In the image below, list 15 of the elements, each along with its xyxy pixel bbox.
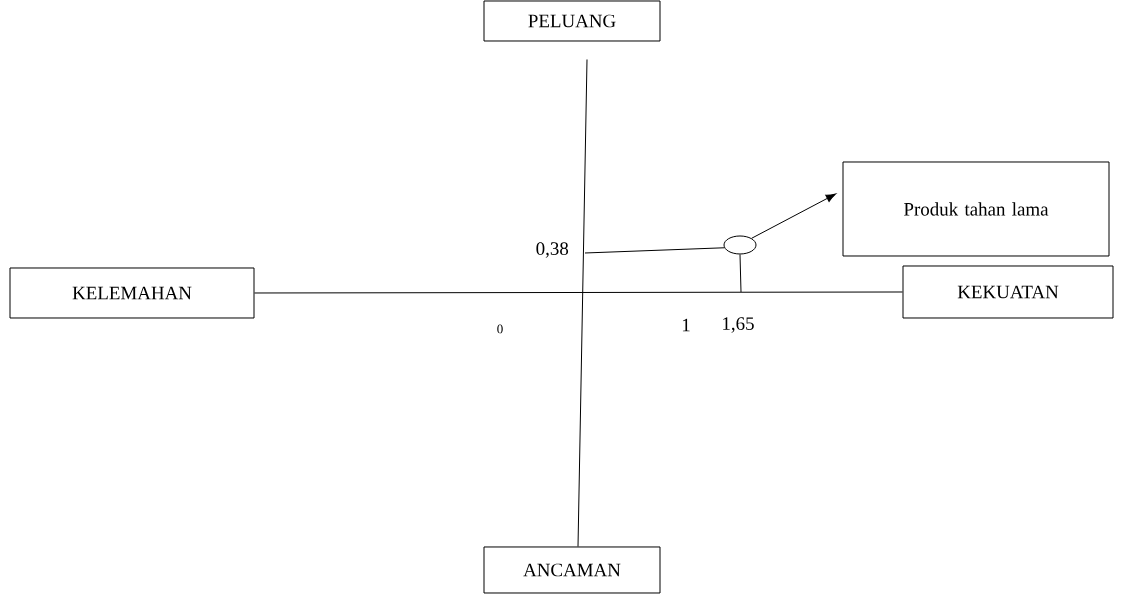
- label-box: PELUANG: [483, 0, 661, 42]
- tick-label: 1: [682, 318, 690, 332]
- label-box: Produk tahan lama: [842, 161, 1110, 257]
- guide-line: [584, 247, 725, 254]
- label-box: KEKUATAN: [902, 265, 1114, 319]
- tick-label: 0: [497, 324, 503, 334]
- tick-label: 0,38: [536, 242, 569, 258]
- arrow: [751, 193, 837, 239]
- label-box: KELEMAHAN: [9, 267, 255, 319]
- tick-label: 1,65: [723, 317, 754, 333]
- guide-line: [739, 254, 742, 293]
- point-marker: [723, 235, 757, 255]
- axis-line: [254, 291, 903, 294]
- label-box: ANCAMAN: [483, 546, 661, 594]
- axis-line: [577, 59, 588, 547]
